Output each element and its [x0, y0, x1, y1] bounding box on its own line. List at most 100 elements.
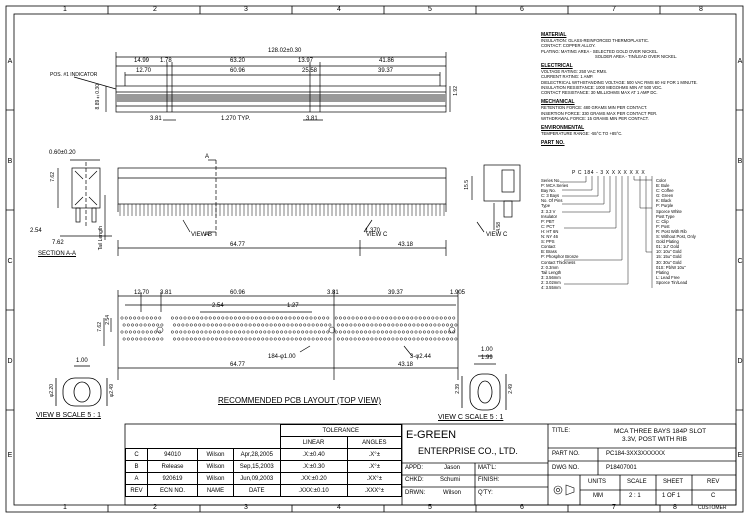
pcb-hole: [383, 337, 386, 341]
pcb-hole: [401, 330, 405, 334]
pcb-hole: [240, 337, 244, 341]
pcb-hole: [196, 316, 200, 320]
pcb-hole: [215, 323, 218, 327]
appd-label: APPD:: [405, 465, 424, 471]
legend-entry: Gold Plating: [656, 239, 679, 245]
dim: 1.99: [481, 355, 493, 361]
pcb-hole: [204, 330, 208, 334]
scale-value: 2 : 1: [629, 493, 641, 499]
tolerance-linear-header: LINEAR: [279, 436, 348, 449]
date-cell: Jun,09,2003: [233, 472, 281, 485]
pcb-hole: [443, 316, 447, 320]
pcb-hole: [448, 316, 452, 320]
outer-frame: [5, 5, 744, 513]
spec-line: RETENTION FORCE: 480 GRAMS MIN PER CONTA…: [541, 105, 648, 111]
pcb-hole: [349, 337, 353, 341]
pcb-hole: [446, 323, 449, 327]
company-name: E-GREEN: [406, 429, 457, 441]
legend-entry: P: MCA Series: [541, 183, 569, 189]
pcb-hole: [422, 330, 426, 334]
pcb-hole: [292, 316, 296, 320]
col-label: 3: [244, 6, 248, 13]
dim: 13.97: [298, 58, 314, 64]
dim: 64.77: [230, 242, 246, 248]
pcb-hole: [395, 337, 399, 341]
view-b-detail: [55, 365, 108, 407]
legend-entry: P: Phosphor Bronze: [541, 254, 579, 260]
pcb-hole: [322, 316, 326, 320]
legend-entry: 10: 10u" Gold: [656, 249, 682, 255]
view-c-caption: VIEW C SCALE 5 : 1: [438, 414, 504, 421]
pcb-hole: [254, 316, 258, 320]
pcb-hole: [418, 330, 422, 334]
row-label: D: [7, 358, 13, 365]
pcb-hole: [345, 323, 349, 327]
pcb-hole: [433, 323, 437, 327]
pcb-hole: [212, 316, 216, 320]
pcb-hole: [145, 316, 149, 320]
pcb-hole: [307, 323, 311, 327]
pcb-hole: [221, 330, 225, 334]
row-label: C: [7, 258, 13, 265]
legend-entry: C: Clip: [656, 218, 669, 224]
ecn-header: ECN NO.: [147, 484, 198, 497]
spec-line: CONTACT: COPPER ALLOY.: [541, 43, 596, 49]
pcb-hole: [143, 323, 147, 327]
dim: 1.905: [450, 290, 466, 296]
legend-entry: 4: 3.55mm: [541, 284, 561, 290]
pcb-hole: [217, 316, 221, 320]
pcb-hole: [156, 323, 160, 327]
revision-table: TOLERANCE LINEAR ANGLES C 94010 Wilson A…: [125, 424, 403, 497]
pcb-hole: [301, 316, 305, 320]
pcb-hole: [217, 330, 221, 334]
spec-line: SOLDER AREA - TIN/LEAD OVER NICKEL.: [595, 53, 678, 59]
pcb-hole: [141, 316, 145, 320]
legend-entry: Plating: [656, 269, 669, 275]
pcb-hole: [359, 316, 363, 320]
pcb-hole: [124, 330, 128, 334]
pcb-hole: [259, 330, 263, 334]
pcb-hole: [240, 323, 244, 327]
pcb-hole: [393, 316, 397, 320]
pcb-hole: [223, 337, 227, 341]
pcb-hole: [425, 323, 428, 327]
pcb-hole: [309, 330, 313, 334]
pcb-holes: [120, 316, 458, 341]
dim: 3.81: [327, 290, 339, 296]
drawing-title-line1: MCA THREE BAYS 184P SLOT: [614, 428, 707, 435]
mounting-hole: [328, 326, 336, 334]
pcb-hole: [173, 337, 176, 341]
pcb-hole: [259, 316, 263, 320]
pcb-hole: [296, 330, 300, 334]
pcb-hole: [170, 330, 174, 334]
pcb-hole: [208, 316, 212, 320]
pcb-hole: [399, 337, 403, 341]
tol-angle-cell: .X°±: [346, 460, 403, 473]
pcb-hole: [309, 316, 313, 320]
pcb-hole: [191, 316, 195, 320]
pcb-hole: [154, 330, 158, 334]
pcb-hole: [137, 330, 141, 334]
tol-linear-cell: .X:±0.30: [279, 460, 348, 473]
drwn-value: Wilson: [443, 490, 462, 496]
pcb-hole: [343, 316, 347, 320]
dim: 12.70: [134, 290, 150, 296]
view-c-marker: VIEW C: [486, 232, 508, 238]
pcb-hole: [185, 323, 189, 327]
pcb-hole: [345, 337, 349, 341]
dim: 39.37: [378, 68, 394, 74]
spec-notes: MATERIAL INSULATION: GLASS-REINFORCED TH…: [541, 32, 698, 147]
pcb-hole: [160, 323, 164, 327]
dim: 1.78: [160, 58, 172, 64]
pcb-hole: [378, 337, 382, 341]
pcb-hole: [133, 330, 137, 334]
col-label-bottom: 1: [63, 504, 67, 511]
dim: 39.37: [388, 290, 404, 296]
legend-entry: Spcece Tin/Lead: [656, 279, 688, 285]
pcb-hole: [248, 337, 252, 341]
pcb-hole: [427, 330, 431, 334]
pcb-hole: [221, 316, 225, 320]
dim: 1.00: [76, 358, 88, 364]
dim: 1.92: [453, 86, 459, 96]
section-marker: A: [205, 154, 210, 160]
